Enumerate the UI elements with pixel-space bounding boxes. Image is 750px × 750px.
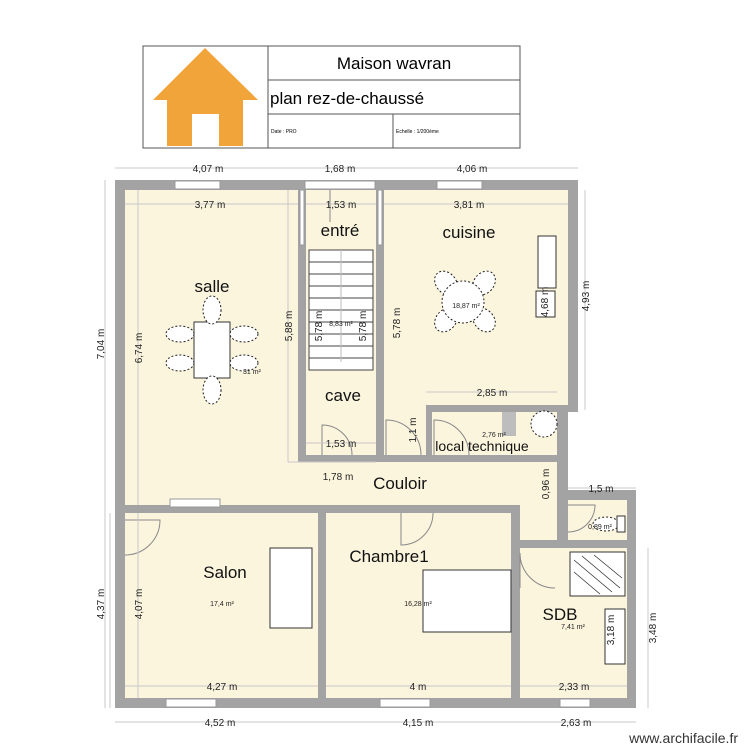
window	[377, 189, 383, 246]
chair	[229, 325, 259, 343]
dim-salon-width: 4,27 m	[207, 682, 238, 693]
door-wc	[567, 504, 596, 533]
dim-left-total: 7,04 m	[96, 329, 107, 360]
dimension-labels: 4,07 m 1,68 m 4,06 m 3,77 m 1,53 m 3,81 …	[96, 164, 659, 729]
cooktop	[535, 290, 556, 318]
window	[174, 180, 221, 190]
door-local	[433, 419, 470, 456]
dim-salle-height: 6,74 m	[134, 333, 145, 364]
dim-sdb-height: 3,48 m	[648, 613, 659, 644]
dim-bottom-mid: 4,15 m	[403, 718, 434, 729]
window	[379, 698, 431, 708]
dim-bottom-right: 2,63 m	[561, 718, 592, 729]
window	[299, 189, 305, 246]
area-sdb: 7,41 m²	[561, 624, 585, 631]
room-couloir: Couloir	[373, 474, 427, 493]
watermark: www.archifacile.fr	[628, 730, 738, 746]
small-stair	[502, 412, 516, 436]
dim-chambre-width: 4 m	[410, 682, 427, 693]
dim-salon-height: 4,07 m	[134, 589, 145, 620]
dim-wc-width: 1,5 m	[588, 484, 613, 495]
room-cave: cave	[325, 386, 361, 405]
plan-title: Maison wavran	[337, 54, 451, 73]
room-cuisine: cuisine	[443, 223, 496, 242]
doors	[124, 190, 596, 589]
room-chambre1: Chambre1	[349, 547, 428, 566]
dim-cuisine-width: 3,81 m	[454, 200, 485, 211]
title-block: Maison wavran plan rez-de-chaussé Date :…	[142, 45, 521, 149]
bed	[422, 569, 512, 633]
kitchen-counter	[537, 235, 557, 289]
shower	[569, 551, 626, 597]
area-wc: 0,89 m²	[588, 524, 612, 531]
room-salon: Salon	[203, 563, 246, 582]
room-entre: entré	[321, 221, 360, 240]
window	[169, 498, 221, 508]
dim-couloir-height: 0,96 m	[541, 469, 552, 500]
area-salon: 17,4 m²	[210, 601, 234, 608]
dim-door-height: 1,1 m	[408, 417, 419, 442]
dim-couloir-width: 1,78 m	[323, 472, 354, 483]
chair	[202, 375, 222, 405]
plan-subtitle: plan rez-de-chaussé	[270, 89, 424, 108]
staircase	[308, 249, 516, 436]
dim-stair-inner-a: 5,78 m	[314, 311, 325, 342]
door-sdb	[519, 552, 556, 589]
area-local-technique: 2,76 m²	[482, 432, 506, 439]
house-logo-icon	[153, 48, 258, 146]
window	[165, 698, 217, 708]
dim-sdb-unit: 3,18 m	[606, 615, 617, 646]
dim-stair-left: 5,88 m	[284, 311, 295, 342]
chair	[229, 354, 259, 372]
area-labels: 31 m² 8,83 m² 18,87 m² 2,76 m² 17,4 m² 1…	[210, 303, 612, 631]
window	[304, 180, 376, 190]
dim-cave-width: 1,53 m	[326, 439, 357, 450]
dim-left-lower: 4,37 m	[96, 589, 107, 620]
sink-unit	[604, 608, 626, 665]
dining-table	[193, 321, 231, 379]
dim-sdb-width: 2,33 m	[559, 682, 590, 693]
sofa	[269, 547, 313, 629]
chair	[165, 325, 195, 343]
dim-top-mid: 1,68 m	[325, 164, 356, 175]
area-chambre1: 16,28 m²	[404, 601, 432, 608]
dim-entre-width: 1,53 m	[326, 200, 357, 211]
dim-local-width: 2,85 m	[477, 388, 508, 399]
room-salle: salle	[195, 277, 230, 296]
room-local-technique: local technique	[435, 438, 529, 454]
plan-scale: Echelle : 1/200ème	[396, 129, 439, 135]
dim-bottom-left: 4,52 m	[205, 718, 236, 729]
windows	[165, 180, 591, 708]
dim-cuisine-unit: 4,68 m	[540, 287, 551, 318]
window	[559, 698, 591, 708]
plan-date: Date : PRO	[271, 129, 297, 135]
area-cuisine: 18,87 m²	[452, 303, 480, 310]
dimension-lines	[104, 167, 649, 723]
door-cave	[321, 424, 353, 456]
chair	[165, 354, 195, 372]
dim-stair-inner-b: 5,78 m	[358, 311, 369, 342]
area-salle: 31 m²	[243, 369, 262, 376]
round-table	[441, 280, 485, 324]
room-labels: salle entré cuisine cave local technique…	[195, 221, 578, 624]
boiler	[530, 410, 558, 438]
furniture	[165, 235, 626, 665]
dim-cuisine-height: 5,78 m	[392, 308, 403, 339]
window	[436, 180, 483, 190]
dim-top-right: 4,06 m	[457, 164, 488, 175]
room-sdb: SDB	[543, 605, 578, 624]
dim-cuisine-right: 4,93 m	[581, 281, 592, 312]
door-hall	[385, 419, 422, 456]
dim-top-left: 4,07 m	[193, 164, 224, 175]
dim-salle-width: 3,77 m	[195, 200, 226, 211]
chair	[202, 295, 222, 325]
door-chambre	[400, 512, 434, 546]
area-escalier: 8,83 m²	[329, 321, 353, 328]
door-salon	[124, 519, 161, 556]
toilet-tank	[616, 515, 626, 533]
